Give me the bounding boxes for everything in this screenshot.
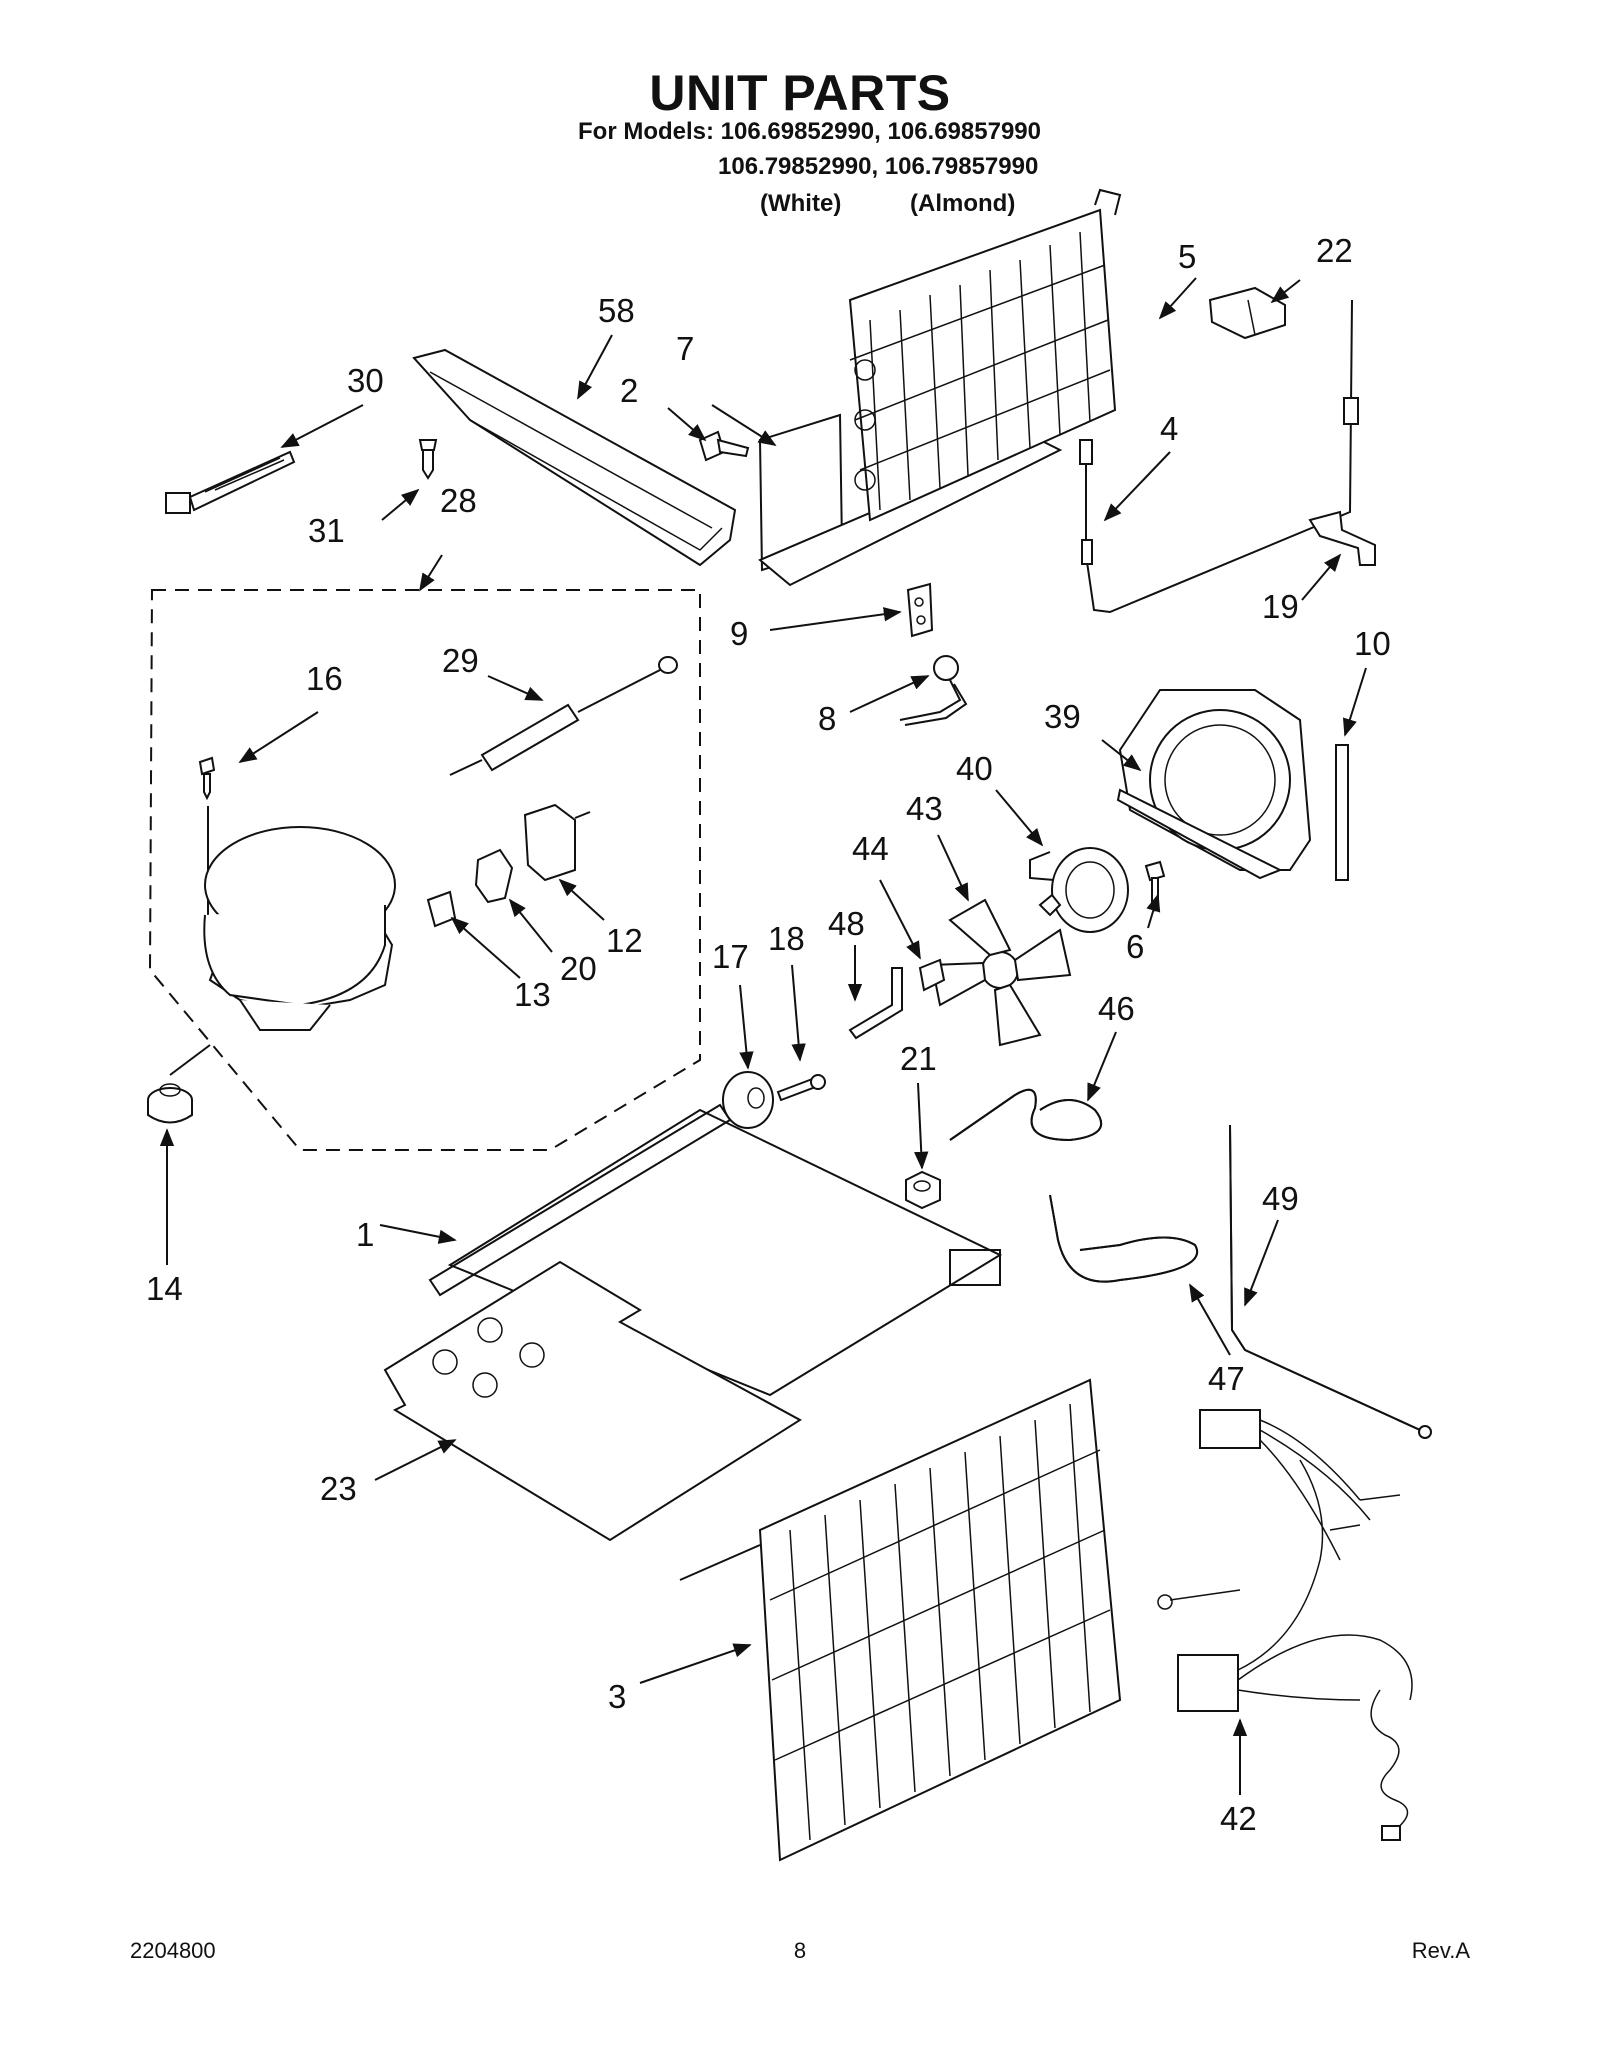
part-9-clip xyxy=(906,582,934,638)
callout-58: 58 xyxy=(598,292,635,329)
callout-16: 16 xyxy=(306,660,343,697)
callout-7: 7 xyxy=(676,330,694,367)
models-line-2: 106.79852990, 106.79857990 xyxy=(718,153,1039,180)
callout-28: 28 xyxy=(440,482,477,519)
callout-23: 23 xyxy=(320,1470,357,1507)
callout-5: 5 xyxy=(1178,238,1196,275)
color-almond-label: (Almond) xyxy=(910,190,1016,217)
callout-19: 19 xyxy=(1262,588,1299,625)
part-19-bracket xyxy=(1308,510,1376,566)
document-number: 2204800 xyxy=(130,1938,216,1963)
part-4-defrost-wire xyxy=(1079,299,1359,614)
part-23-insulation-panel xyxy=(383,1260,802,1542)
callout-39: 39 xyxy=(1044,698,1081,735)
callout-44: 44 xyxy=(852,830,889,867)
callout-49: 49 xyxy=(1262,1180,1299,1217)
part-49-tube xyxy=(1229,1124,1432,1439)
part-44-clip xyxy=(918,958,946,992)
callout-48: 48 xyxy=(828,905,865,942)
part-18-axle xyxy=(776,1074,826,1102)
callout-4: 4 xyxy=(1160,410,1178,447)
part-43-fan-blade xyxy=(930,898,1072,1047)
part-20-relay xyxy=(474,848,514,904)
callout-6: 6 xyxy=(1126,928,1144,965)
callout-40: 40 xyxy=(956,750,993,787)
callout-18: 18 xyxy=(768,920,805,957)
part-10-strip xyxy=(1335,744,1349,881)
revision-label: Rev.A xyxy=(1411,1938,1470,1963)
compressor xyxy=(203,826,396,1031)
color-white-label: (White) xyxy=(760,190,842,217)
callout-17: 17 xyxy=(712,938,749,975)
page-number: 8 xyxy=(793,1938,807,1963)
part-5-evaporator xyxy=(758,188,1122,587)
callout-2: 2 xyxy=(620,372,638,409)
callout-9: 9 xyxy=(730,615,748,652)
part-39-fan-shroud xyxy=(1116,689,1312,880)
part-8-connector xyxy=(899,655,968,726)
part-48-tube xyxy=(848,967,903,1040)
callout-42: 42 xyxy=(1220,1800,1257,1837)
callout-47: 47 xyxy=(1208,1360,1245,1397)
callout-3: 3 xyxy=(608,1678,626,1715)
models-line-1: For Models: 106.69852990, 106.69857990 xyxy=(578,118,1041,145)
part-40-fan-motor xyxy=(1029,847,1129,933)
callout-1: 1 xyxy=(356,1216,374,1253)
part-30-cable-tie xyxy=(165,450,296,514)
callout-20: 20 xyxy=(560,950,597,987)
callout-14: 14 xyxy=(146,1270,183,1307)
part-13-overload xyxy=(426,890,457,928)
callout-22: 22 xyxy=(1316,232,1353,269)
part-58-drain-trough xyxy=(412,348,737,567)
part-12-relay-cover xyxy=(523,803,591,882)
part-42-wire-harness xyxy=(1157,1409,1413,1841)
part-21-nut xyxy=(905,1170,941,1210)
part-46-coiled-tube xyxy=(949,1088,1103,1142)
callout-13: 13 xyxy=(514,976,551,1013)
callout-21: 21 xyxy=(900,1040,937,1077)
part-22-cap xyxy=(1208,286,1286,340)
leader-lines xyxy=(159,277,1367,1795)
page-title: UNIT PARTS xyxy=(649,65,951,121)
callout-46: 46 xyxy=(1098,990,1135,1027)
callout-10: 10 xyxy=(1354,625,1391,662)
part-17-wheel xyxy=(722,1071,774,1129)
callout-numbers: 30 58 7 2 5 22 4 31 28 19 9 10 29 8 16 3… xyxy=(146,232,1391,1837)
part-2-screw xyxy=(698,430,750,462)
callout-31: 31 xyxy=(308,512,345,549)
part-3-condenser xyxy=(679,1378,1122,1862)
part-29-filter-dryer xyxy=(449,656,678,776)
callout-29: 29 xyxy=(442,642,479,679)
callout-12: 12 xyxy=(606,922,643,959)
callout-43: 43 xyxy=(906,790,943,827)
callout-30: 30 xyxy=(347,362,384,399)
part-14-grommet xyxy=(147,1044,211,1124)
part-31-screw xyxy=(418,439,438,480)
callout-8: 8 xyxy=(818,700,836,737)
part-47-hose xyxy=(1049,1194,1198,1283)
